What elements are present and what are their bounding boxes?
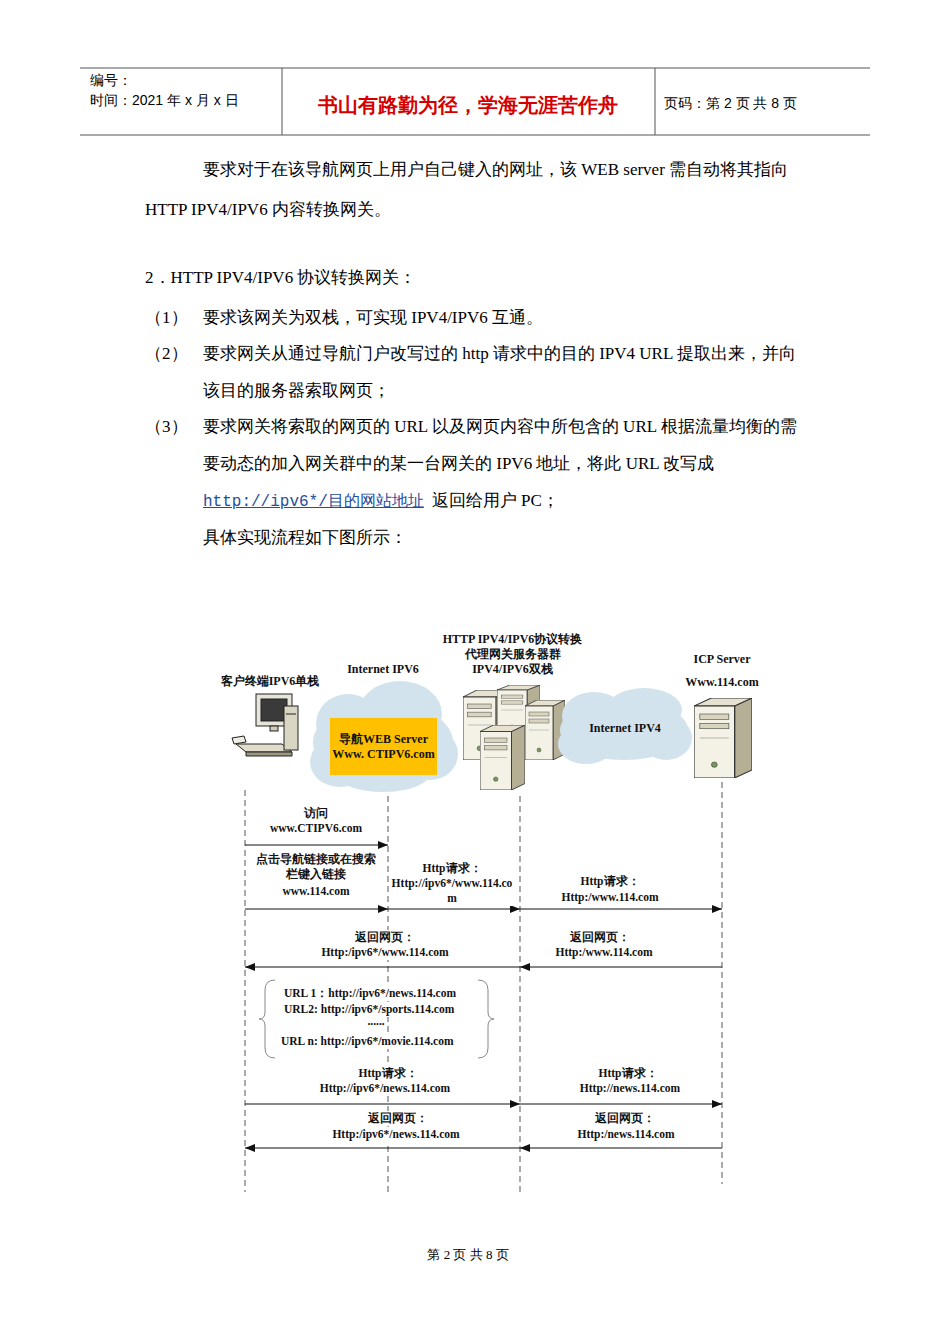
internet-cloud: Internet IPV6 导航WEB Server Www. CTIPV6.co…: [308, 662, 458, 794]
message-label: Http://ipv6*/news.114.com: [319, 1081, 451, 1096]
node-label: ICP Server: [694, 652, 751, 667]
list-number: （2）: [145, 335, 188, 372]
internet-cloud: Internet IPV4: [556, 686, 694, 770]
message-label: 返回网页：: [367, 1111, 429, 1126]
body-text: 要求网关将索取的网页的 URL 以及网页内容中所包含的 URL 根据流量均衡的需…: [203, 417, 797, 473]
page-footer: 第 2 页 共 8 页: [427, 1247, 508, 1263]
web-server-box: 导航WEB Server Www. CTIPV6.com: [330, 718, 437, 775]
header-field: 编号：: [90, 72, 132, 88]
list-item-text: 要求网关将索取的网页的 URL 以及网页内容中所包含的 URL 根据流量均衡的需…: [203, 408, 808, 521]
message-label: Http:/www.114.com: [554, 945, 653, 960]
message-label: Http:/www.114.com: [560, 890, 659, 905]
header-field: 页码：第 2 页 共 8 页: [664, 95, 797, 111]
header-field: 时间：2021 年 x 月 x 日: [90, 92, 239, 108]
body-text: 2．HTTP IPV4/IPV6 协议转换网关：: [145, 259, 416, 296]
node-label: 客户终端IPV6单栈: [221, 674, 320, 689]
body-text: 要求该网关为双栈，可实现 IPV4/IPV6 互通。: [203, 299, 808, 336]
icp-server: ICP ServerWww.114.com: [672, 652, 772, 780]
message-label: Http:/ipv6*/www.114.com: [320, 945, 449, 960]
body-text: 要求对于在该导航网页上用户自己键入的网址，该 WEB server 需自动将其指…: [145, 150, 810, 230]
node-label: Www.114.com: [685, 675, 758, 690]
list-number: （3）: [145, 408, 188, 445]
message-label: www.114.com: [281, 884, 350, 899]
body-text: 要求网关从通过导航门户改写过的 http 请求中的目的 IPV4 URL 提取出…: [203, 335, 808, 409]
message-label: 访问: [303, 806, 329, 821]
message-label: Http://ipv6*/www.114.com: [390, 876, 514, 906]
lifelines: [245, 782, 722, 1192]
message-label: www.CTIPV6.com: [269, 821, 363, 836]
node-label: 导航WEB Server Www. CTIPV6.com: [332, 732, 435, 762]
message-label: 点击导航链接或在搜索栏键入链接: [250, 852, 382, 882]
message-label: Http请求：: [358, 1066, 419, 1081]
message-label: Http请求：: [580, 874, 641, 889]
body-text: 返回给用户 PC；: [432, 491, 559, 510]
url-braces: [259, 980, 494, 1058]
message-label: Http请求：: [598, 1066, 659, 1081]
body-text: 具体实现流程如下图所示：: [203, 519, 407, 556]
message-arrows: [245, 845, 722, 1148]
url-line: URL n: http://ipv6*/movie.114.com: [280, 1034, 455, 1049]
hyperlink: http://ipv6*/目的网站地址: [203, 493, 424, 511]
header-motto: 书山有路勤为径，学海无涯苦作舟: [318, 92, 618, 118]
message-label: ......: [366, 1014, 385, 1029]
list-number: （1）: [145, 299, 188, 336]
pc-icon: [232, 694, 298, 756]
icp-server: [694, 698, 752, 778]
header-table: [80, 68, 870, 135]
message-label: Http请求：: [422, 861, 483, 876]
message-label: 返回网页：: [594, 1111, 656, 1126]
node-label: Internet IPV4: [589, 721, 661, 736]
gateway-servers: [463, 685, 565, 790]
node-label: HTTP IPV4/IPV6协议转换 代理网关服务器群 IPV4/IPV6双栈: [438, 632, 588, 677]
message-label: Http://news.114.com: [579, 1081, 681, 1096]
node-label: Internet IPV6: [347, 662, 419, 677]
message-label: Http:/news.114.com: [576, 1127, 675, 1142]
url-line: URL 1：http://ipv6*/news.114.com: [283, 986, 457, 1001]
message-label: 返回网页：: [354, 930, 416, 945]
message-label: 返回网页：: [569, 930, 631, 945]
message-label: Http:/ipv6*/news.114.com: [331, 1127, 460, 1142]
